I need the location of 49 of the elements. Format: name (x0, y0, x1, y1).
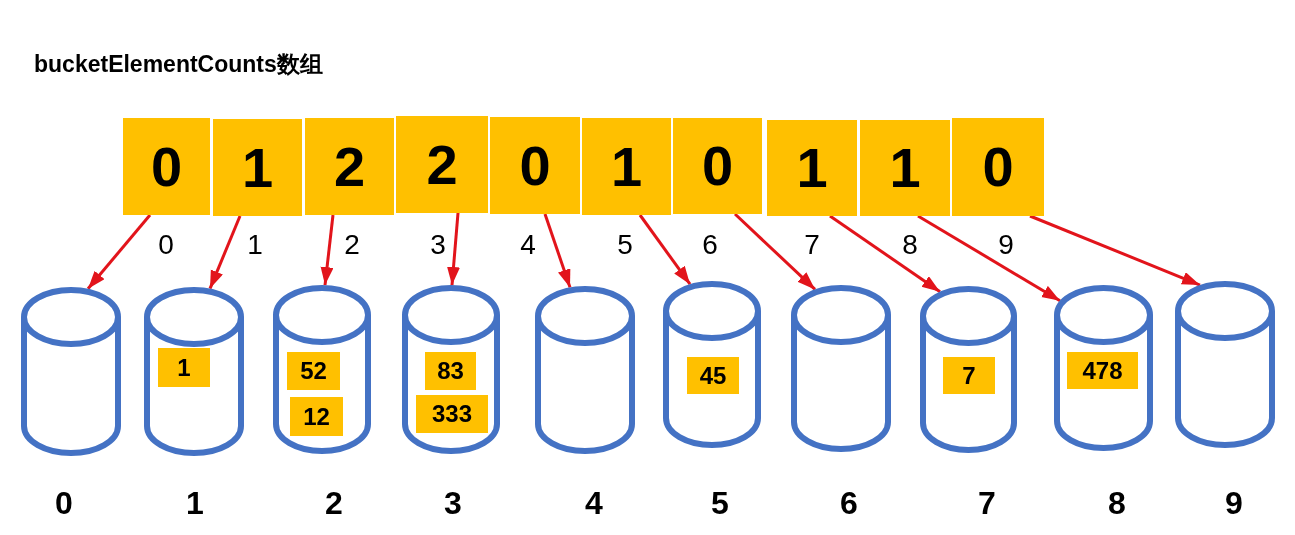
value-box: 1 (158, 348, 210, 387)
bucket-number: 2 (325, 487, 343, 519)
arrow (638, 214, 692, 286)
title: bucketElementCounts数组 (34, 51, 323, 77)
array-cell: 2 (305, 118, 394, 215)
array-cell: 2 (396, 116, 488, 213)
index-label: 3 (430, 231, 446, 259)
bucket-number: 6 (840, 487, 858, 519)
index-label: 6 (702, 231, 718, 259)
bucket-number: 3 (444, 487, 462, 519)
index-label: 1 (247, 231, 263, 259)
arrow (86, 214, 152, 290)
bucket-number: 7 (978, 487, 996, 519)
index-label: 7 (804, 231, 820, 259)
index-label: 2 (344, 231, 360, 259)
arrow (733, 212, 817, 291)
bucket-number: 8 (1108, 487, 1126, 519)
arrow (320, 214, 335, 286)
value-box: 45 (687, 357, 739, 394)
arrow (917, 214, 1061, 302)
arrow (1029, 214, 1201, 287)
bucket-number: 4 (585, 487, 603, 519)
value-box: 83 (425, 352, 476, 390)
value-box: 478 (1067, 352, 1138, 389)
bucket-number: 1 (186, 487, 204, 519)
arrow (829, 214, 941, 293)
array-cell: 0 (673, 118, 762, 214)
index-label: 4 (520, 231, 536, 259)
bucket-number: 0 (55, 487, 73, 519)
index-label: 0 (158, 231, 174, 259)
index-label: 5 (617, 231, 633, 259)
arrow (208, 215, 242, 290)
bucket-number: 9 (1225, 487, 1243, 519)
array-cell: 1 (767, 120, 857, 216)
array-cell: 1 (213, 119, 302, 216)
value-box: 7 (943, 357, 995, 394)
value-box: 52 (287, 352, 340, 390)
array-cell: 1 (860, 120, 950, 216)
array-cell: 0 (490, 117, 580, 214)
value-box: 12 (290, 397, 343, 436)
array-cell: 0 (123, 118, 210, 215)
array-cell: 1 (582, 118, 671, 215)
value-box: 333 (416, 395, 488, 433)
array-cell: 0 (952, 118, 1044, 216)
index-label: 9 (998, 231, 1014, 259)
arrow (543, 213, 572, 288)
arrow (447, 212, 460, 286)
bucket-number: 5 (711, 487, 729, 519)
index-label: 8 (902, 231, 918, 259)
